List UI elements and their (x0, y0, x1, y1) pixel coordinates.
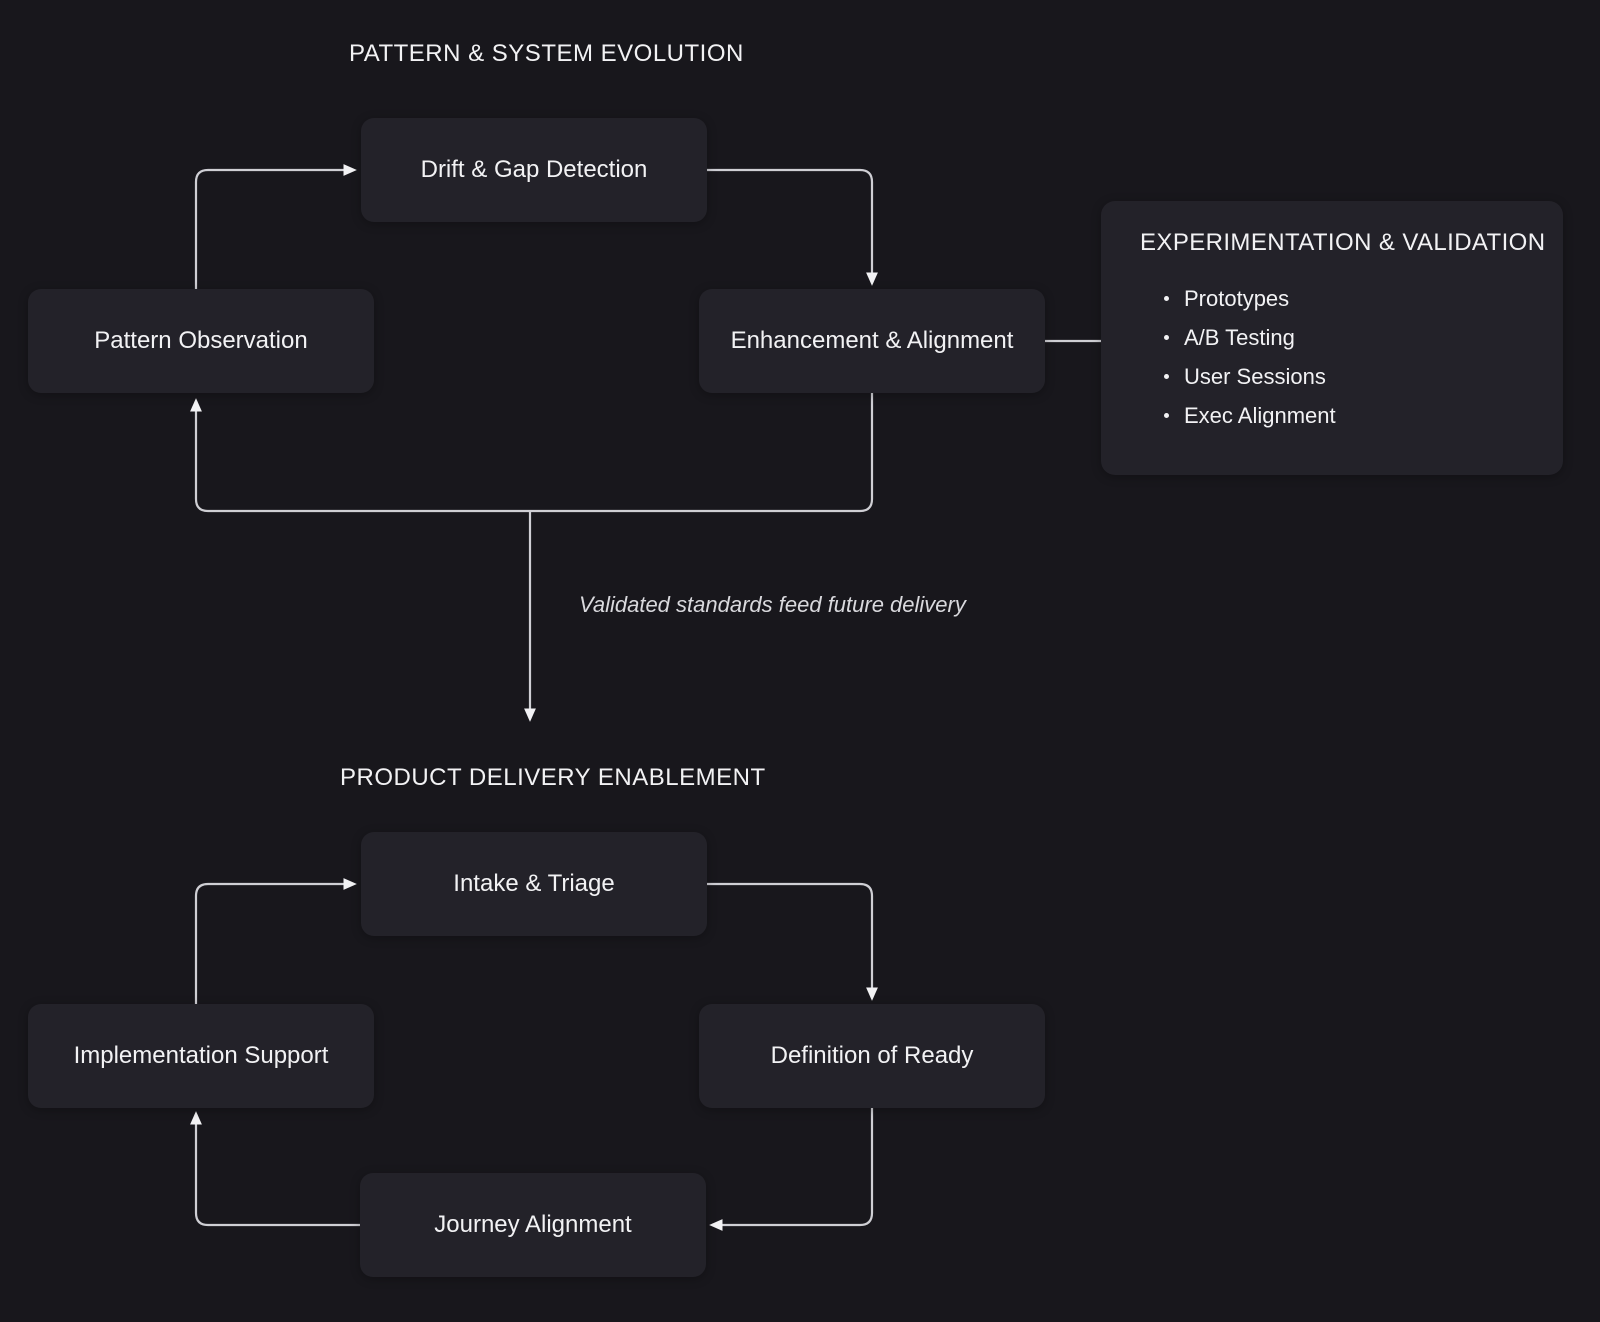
node-intake-triage: Intake & Triage (361, 832, 707, 936)
panel-bullet-list: Prototypes A/B Testing User Sessions Exe… (1164, 279, 1336, 435)
bullet-label: User Sessions (1184, 363, 1326, 389)
arrow-journey-to-implementation (189, 1111, 360, 1227)
flow-annotation-label: Validated standards feed future delivery (579, 592, 966, 617)
list-item: Prototypes (1164, 279, 1336, 318)
bullet-dot (1164, 296, 1169, 301)
list-item: A/B Testing (1164, 318, 1336, 357)
node-label: Drift & Gap Detection (420, 156, 648, 183)
list-item: Exec Alignment (1164, 396, 1336, 435)
node-label: Pattern Observation (94, 327, 308, 354)
node-journey-alignment: Journey Alignment (360, 1173, 706, 1277)
bullet-label: Prototypes (1184, 285, 1290, 311)
node-label: Journey Alignment (434, 1211, 632, 1238)
node-label: Intake & Triage (453, 870, 615, 897)
arrow-pattern-to-drift (194, 163, 357, 289)
node-pattern-observation: Pattern Observation (28, 289, 374, 393)
arrow-implementation-to-intake (194, 877, 357, 1004)
bottom-section-title: PRODUCT DELIVERY ENABLEMENT (340, 764, 766, 791)
arrow-definition-to-journey (709, 1108, 874, 1232)
node-definition-of-ready: Definition of Ready (699, 1004, 1045, 1108)
node-implementation-support: Implementation Support (28, 1004, 374, 1108)
bullet-label: Exec Alignment (1184, 402, 1336, 428)
arrow-enhancement-to-pattern (189, 393, 874, 513)
panel-title: EXPERIMENTATION & VALIDATION (1140, 229, 1546, 256)
node-drift-gap-detection: Drift & Gap Detection (361, 118, 707, 222)
experimentation-validation-panel: EXPERIMENTATION & VALIDATION Prototypes … (1101, 201, 1563, 475)
bullet-dot (1164, 374, 1169, 379)
arrow-intake-to-definition (707, 882, 879, 1001)
node-enhancement-alignment: Enhancement & Alignment (699, 289, 1045, 393)
bullet-dot (1164, 335, 1169, 340)
bullet-dot (1164, 413, 1169, 418)
node-label: Definition of Ready (770, 1042, 974, 1069)
bullet-label: A/B Testing (1184, 324, 1295, 350)
node-label: Enhancement & Alignment (730, 327, 1014, 354)
arrow-drift-to-enhancement (707, 168, 879, 286)
list-item: User Sessions (1164, 357, 1336, 396)
top-section-title: PATTERN & SYSTEM EVOLUTION (349, 40, 744, 67)
node-label: Implementation Support (73, 1042, 329, 1069)
